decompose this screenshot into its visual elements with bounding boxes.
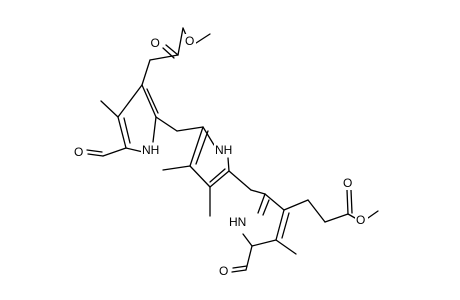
- bond: [275, 209, 285, 241]
- bond: [195, 130, 209, 165]
- bond: [141, 84, 157, 118]
- bond: [251, 239, 277, 247]
- atom-nh-pyrrole-center: NH: [214, 143, 234, 157]
- bond: [149, 54, 179, 61]
- atom-o-carbonyl-right: O: [342, 176, 355, 190]
- bond: [86, 149, 103, 153]
- atom-label: O: [151, 36, 160, 50]
- bond: [227, 157, 230, 172]
- bond: [307, 199, 326, 223]
- bond: [100, 100, 119, 118]
- atom-nh-pyrrole-right: HN: [228, 215, 248, 229]
- bond: [264, 193, 285, 211]
- bond: [176, 126, 204, 132]
- bond: [117, 84, 143, 118]
- bond: [117, 116, 127, 149]
- atom-label: O: [185, 34, 194, 48]
- bond: [228, 170, 252, 191]
- bond: [209, 168, 226, 183]
- bond: [242, 233, 253, 247]
- atom-label: NH: [142, 143, 159, 157]
- bond: [275, 239, 297, 255]
- atom-label: NH: [215, 143, 232, 157]
- bond: [262, 199, 270, 216]
- atom-nh-pyrrole-left: NH: [141, 143, 160, 157]
- bond: [189, 165, 211, 188]
- bond: [250, 189, 266, 195]
- bond: [141, 59, 151, 86]
- bond: [155, 116, 178, 132]
- bond: [87, 153, 104, 157]
- atom-o-formyl-left: O: [73, 145, 86, 159]
- bond: [346, 189, 349, 215]
- atom-o-formyl-bottom: O: [218, 264, 231, 278]
- bond: [202, 126, 215, 146]
- bond: [177, 27, 184, 56]
- bond: [324, 213, 349, 223]
- atom-o-ester-top: O: [184, 34, 196, 48]
- bond: [165, 44, 179, 56]
- bond: [146, 88, 159, 114]
- bond: [350, 189, 353, 214]
- bond: [123, 117, 131, 144]
- atom-o-carbonyl-top: O: [150, 36, 162, 50]
- atom-label: O: [74, 145, 83, 159]
- atom-label: HN: [229, 215, 246, 229]
- bond: [162, 47, 175, 59]
- bond: [347, 213, 356, 219]
- bond: [189, 126, 204, 167]
- atom-label: O: [343, 176, 352, 190]
- bond: [367, 210, 379, 219]
- bond: [152, 116, 157, 143]
- bond: [125, 147, 144, 153]
- bond: [209, 170, 230, 188]
- bond: [257, 193, 266, 214]
- bond: [182, 27, 187, 36]
- bond: [283, 199, 309, 211]
- bond: [281, 212, 290, 239]
- atom-label: O: [219, 264, 228, 278]
- bond: [231, 269, 247, 273]
- atom-label: O: [356, 213, 365, 227]
- bond: [102, 147, 127, 157]
- atom-o-ester-right: O: [355, 213, 368, 227]
- bond: [232, 265, 248, 269]
- bond: [162, 165, 191, 171]
